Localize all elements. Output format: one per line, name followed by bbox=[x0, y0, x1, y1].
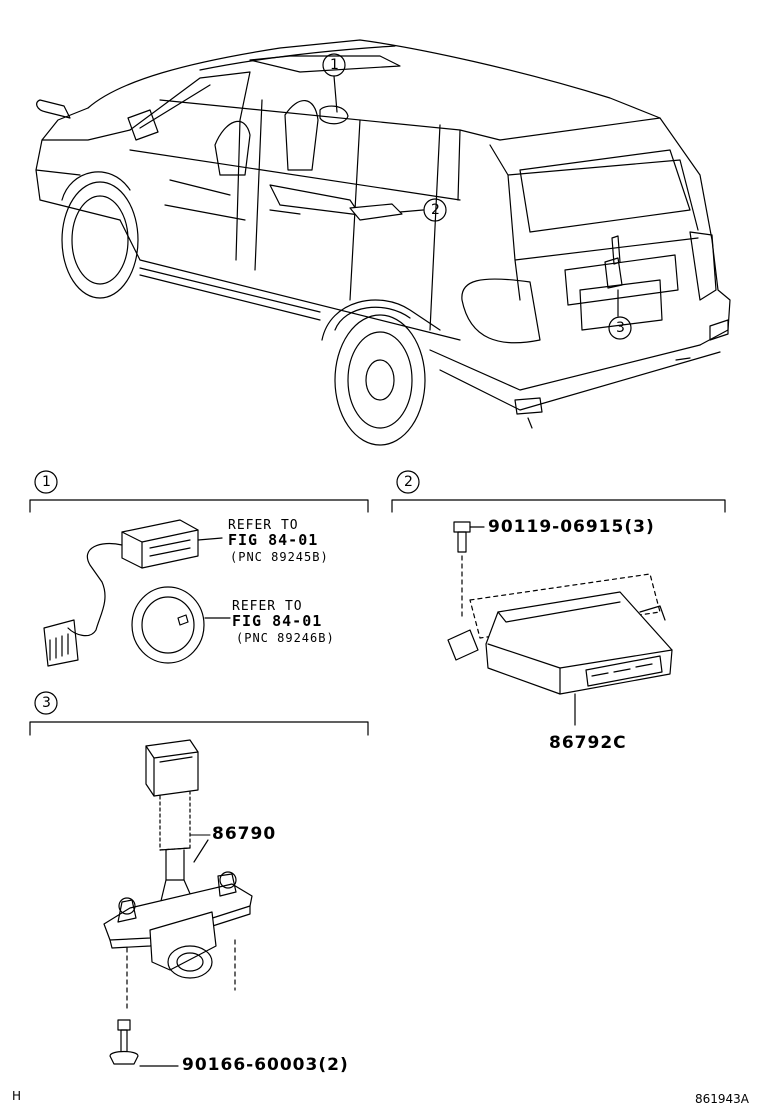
ref-1-line3: (PNC 89245B) bbox=[230, 550, 329, 564]
section-1-frame bbox=[29, 499, 369, 513]
callout-number-2: 2 bbox=[431, 202, 440, 218]
ref-1-line1: REFER TO bbox=[228, 518, 299, 533]
section-circle-3 bbox=[34, 691, 58, 715]
ref-1-line2: FIG 84-01 bbox=[228, 531, 319, 549]
section-number-1: 1 bbox=[42, 474, 51, 490]
section-number-3: 3 bbox=[42, 695, 51, 711]
footer-left-code: H bbox=[12, 1089, 22, 1103]
part-number-screw-camera: 90166-60003(2) bbox=[182, 1055, 349, 1075]
part-number-ecu: 86792C bbox=[549, 733, 627, 753]
airbag-ecu-illustration bbox=[447, 573, 673, 726]
section-2-frame bbox=[391, 499, 726, 513]
camera-illustration bbox=[103, 739, 253, 1011]
part-number-camera: 86790 bbox=[212, 824, 277, 844]
footer-figure-code: 861943A bbox=[695, 1092, 750, 1106]
sensor-ring-illustration bbox=[131, 586, 231, 664]
section-circle-1 bbox=[34, 470, 58, 494]
ref-2-line1: REFER TO bbox=[232, 599, 303, 614]
ref-2-line2: FIG 84-01 bbox=[232, 612, 323, 630]
callout-number-3: 3 bbox=[616, 320, 625, 336]
callout-circle-2 bbox=[423, 198, 447, 222]
part-number-bolt-ecu: 90119-06915(3) bbox=[488, 517, 655, 537]
callout-number-1: 1 bbox=[330, 57, 339, 73]
section-circle-2 bbox=[396, 470, 420, 494]
bolt-ecu-illustration bbox=[453, 521, 485, 621]
vehicle-illustration bbox=[35, 39, 731, 446]
callout-circle-3 bbox=[608, 316, 632, 340]
ref-2-line3: (PNC 89246B) bbox=[236, 631, 335, 645]
section-number-2: 2 bbox=[404, 474, 413, 490]
callout-circle-1 bbox=[322, 53, 346, 77]
screw-camera-illustration bbox=[109, 1019, 179, 1067]
section-3-frame bbox=[29, 721, 369, 736]
sensor-module-illustration bbox=[43, 519, 223, 667]
